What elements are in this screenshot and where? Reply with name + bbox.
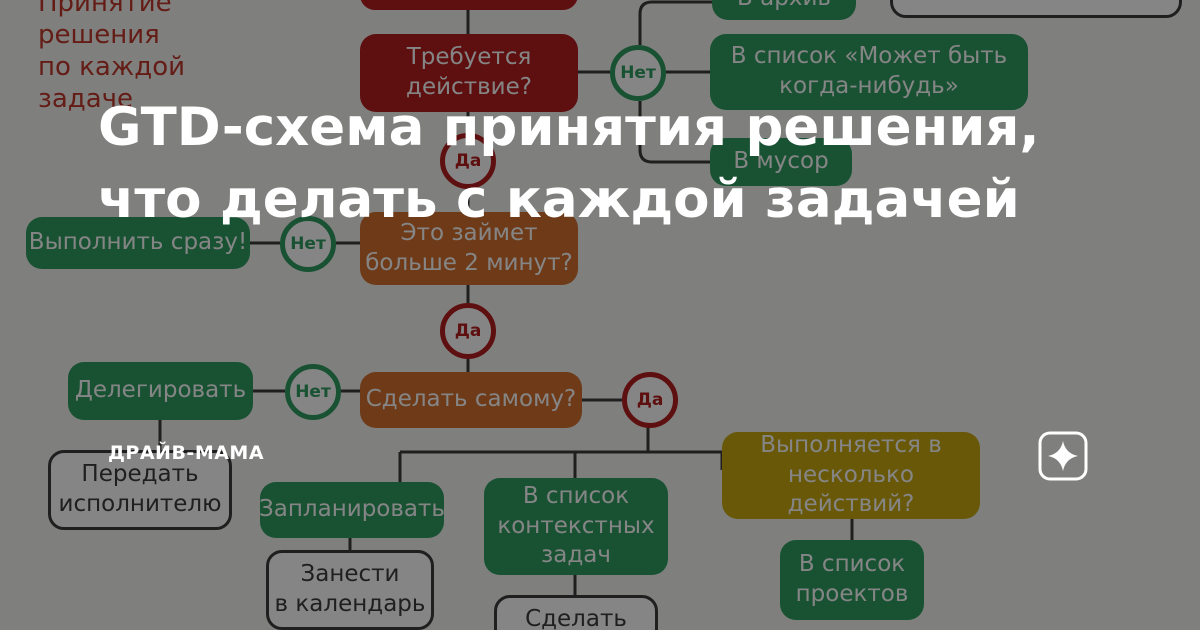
no-circle-do-self: Нет [285, 364, 341, 420]
projects-list-box: В список проектов [780, 540, 924, 620]
trash-box: В мусор [710, 138, 852, 186]
question-multistep: Выполняется в несколько действий? [722, 432, 980, 519]
no-circle-two-minutes: Нет [280, 216, 336, 272]
maybe-someday-list-box: В список «Может быть когда-нибудь» [710, 34, 1028, 110]
top-cut-question-box [360, 0, 578, 10]
archive-box: В архив [712, 0, 856, 20]
question-action-required: Требуется действие? [360, 34, 578, 112]
yes-circle-do-self: Да [622, 372, 678, 428]
question-do-self: Сделать самому? [360, 372, 582, 428]
question-two-minutes: Это займет больше 2 минут? [360, 212, 578, 285]
diagram-corner-caption: Принятие решения по каждой задаче [38, 0, 186, 114]
channel-name[interactable]: ДРАЙВ-МАМА [108, 442, 265, 464]
yes-circle-action: Да [440, 133, 496, 189]
schedule-box: Запланировать [259, 482, 445, 538]
do-now-box: Выполнить сразу! [26, 217, 250, 269]
do-it-box: Сделать [494, 595, 658, 630]
sparkle-star-icon [1038, 431, 1088, 481]
pass-to-executor-box: Передать исполнителю [48, 450, 232, 530]
yes-circle-two-minutes: Да [440, 303, 496, 359]
page-title: GTD-схема принятия решения, что делать с… [98, 97, 1040, 230]
context-tasks-list-box: В список контекстных задач [484, 478, 668, 575]
no-circle-action: Нет [610, 45, 666, 101]
delegate-box: Делегировать [68, 362, 253, 420]
add-to-calendar-box: Занести в календарь [266, 550, 434, 630]
